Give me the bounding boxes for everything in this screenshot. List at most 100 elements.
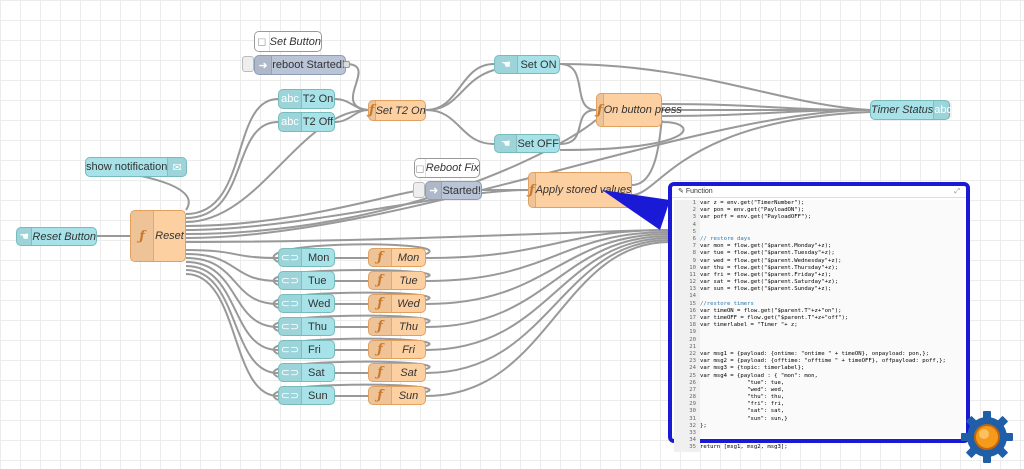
day-function-label: Wed (397, 297, 420, 310)
started-node[interactable]: ➜ Started! (425, 181, 482, 200)
t2-on-node[interactable]: abc T2 On (278, 89, 335, 109)
set-off-button-node[interactable]: ☚ Set OFF (494, 134, 560, 153)
day-switch-sat[interactable]: ⊂⊃ Sat (278, 363, 335, 382)
set-on-label: Set ON (520, 58, 557, 71)
comment-icon: ◻ (255, 32, 270, 51)
code-line[interactable]: 34 (674, 437, 964, 445)
code-text: var sun = flow.get("$parent.Sunday"+z); (700, 286, 832, 293)
code-text: var mon = flow.get("$parent.Monday"+z); (700, 243, 832, 250)
code-line[interactable]: 28 "thu": thu, (674, 394, 964, 402)
day-function-sun[interactable]: ƒ Sun (368, 386, 426, 405)
code-line[interactable]: 20 (674, 336, 964, 344)
started-inject-button[interactable] (413, 182, 425, 198)
comment-icon: ◻ (415, 159, 426, 177)
code-text: var poff = env.get("PayloadOFF"); (700, 214, 812, 221)
t2-on-label: T2 On (302, 93, 334, 105)
timer-status-node[interactable]: Timer Status abc (870, 100, 953, 120)
expand-icon[interactable]: ⤢ (954, 188, 960, 195)
line-number: 34 (674, 437, 700, 445)
set-on-button-node[interactable]: ☚ Set ON (494, 55, 560, 74)
code-line[interactable]: 30 "sat": sat, (674, 408, 964, 416)
day-switch-label: Fri (308, 343, 321, 356)
code-line[interactable]: 33 (674, 430, 964, 438)
line-number: 13 (674, 286, 700, 294)
code-line[interactable]: 27 "wed": wed, (674, 386, 964, 395)
line-number: 20 (674, 336, 700, 344)
show-notification-node[interactable]: show notification ✉ (85, 157, 187, 177)
line-number: 1 (674, 200, 700, 208)
set-button-comment[interactable]: ◻ Set Button (254, 31, 322, 52)
code-line[interactable]: 6// restore days (674, 235, 964, 244)
day-switch-label: Sun (308, 389, 328, 402)
apply-stored-values-function[interactable]: ƒ Apply stored values (528, 172, 632, 208)
code-line[interactable]: 15//restore timers (674, 300, 964, 308)
day-switch-wed[interactable]: ⊂⊃ Wed (278, 294, 335, 313)
day-switch-mon[interactable]: ⊂⊃ Mon (278, 248, 335, 267)
function-editor-title: Function (685, 188, 713, 195)
t2-off-label: T2 Off (302, 116, 334, 128)
code-line[interactable]: 14 (674, 293, 964, 301)
day-switch-tue[interactable]: ⊂⊃ Tue (278, 271, 335, 290)
day-switch-label: Mon (308, 251, 330, 264)
code-line[interactable]: 32}; (674, 422, 964, 430)
reboot-started-output-port[interactable] (343, 61, 350, 68)
t2-off-node[interactable]: abc T2 Off (278, 112, 335, 132)
day-function-mon[interactable]: ƒ Mon (368, 248, 426, 267)
day-function-tue[interactable]: ƒ Tue (368, 271, 426, 290)
on-button-press-function[interactable]: ƒ On button press (596, 93, 682, 127)
line-number: 10 (674, 264, 700, 272)
day-function-thu[interactable]: ƒ Thu (368, 317, 426, 336)
reset-function[interactable]: ƒ Reset (130, 210, 186, 262)
code-text: "sun": sun,} (700, 415, 788, 422)
day-function-wed[interactable]: ƒ Wed (368, 294, 426, 313)
code-line[interactable]: 26 "tue": tue, (674, 379, 964, 387)
day-switch-thu[interactable]: ⊂⊃ Thu (278, 317, 335, 336)
code-line[interactable]: 31 "sun": sun,} (674, 415, 964, 423)
reboot-fix-comment[interactable]: ◻ Reboot Fix (414, 158, 480, 178)
code-text: var z = env.get("TimerNumber"); (700, 200, 805, 206)
day-function-label: Sun (398, 389, 419, 402)
line-number: 24 (674, 365, 700, 373)
line-number: 18 (674, 322, 700, 330)
code-line[interactable]: 5 (674, 228, 964, 236)
reset-button-node[interactable]: ☚ Reset Button (16, 227, 97, 246)
code-line[interactable]: 19 (674, 329, 964, 337)
code-line[interactable]: 29 "fri": fri, (674, 401, 964, 409)
edit-icon: ✎ (678, 188, 684, 195)
day-switch-sun[interactable]: ⊂⊃ Sun (278, 386, 335, 405)
code-text: var msg4 = {payload : { "mon": mon, (700, 372, 818, 379)
envelope-icon: ✉ (167, 158, 186, 176)
day-function-fri[interactable]: ƒ Fri (368, 340, 426, 359)
day-switch-fri[interactable]: ⊂⊃ Fri (278, 340, 335, 359)
set-t2-on-function[interactable]: ƒ Set T2 On (368, 100, 426, 121)
started-label: Started! (442, 184, 481, 197)
code-text: "tue": tue, (700, 379, 785, 386)
code-line[interactable]: 4 (674, 221, 964, 229)
line-number: 8 (674, 250, 700, 258)
reboot-started-inject-button[interactable] (242, 56, 254, 72)
day-function-sat[interactable]: ƒ Sat (368, 363, 426, 382)
line-number: 35 (674, 444, 700, 452)
code-line[interactable]: 21 (674, 343, 964, 351)
reboot-started-node[interactable]: ➜ reboot Started! (254, 55, 346, 75)
